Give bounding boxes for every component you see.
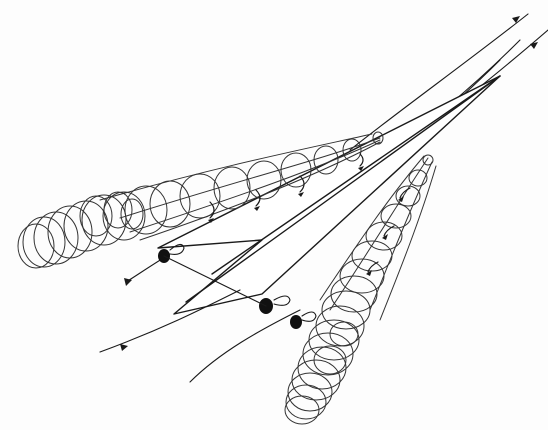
vortex-core-dot <box>290 315 302 329</box>
vortex-ring <box>298 347 346 389</box>
vortex-ring <box>150 181 190 227</box>
vortex-ring <box>64 201 108 251</box>
vortex-ring <box>340 259 384 293</box>
vortex-ring <box>103 192 145 240</box>
vortex-ring <box>82 195 126 245</box>
vortex-ring <box>247 161 281 199</box>
vortex-ring <box>104 192 132 228</box>
vortex-ring <box>48 206 92 258</box>
vortex-ring <box>286 385 326 419</box>
vortex-ring <box>34 212 78 264</box>
vortex-ring <box>316 306 364 346</box>
arrow-head <box>120 344 128 351</box>
wake-line <box>190 310 300 382</box>
vortex-loop <box>302 312 316 321</box>
vortex-ring <box>80 196 112 236</box>
vortex-ring <box>322 291 370 329</box>
vortex-ring <box>423 155 433 165</box>
wing-ridge <box>212 76 500 274</box>
arrow-head <box>512 16 520 23</box>
vortex-loop <box>274 296 290 305</box>
arrow-head <box>530 42 538 49</box>
